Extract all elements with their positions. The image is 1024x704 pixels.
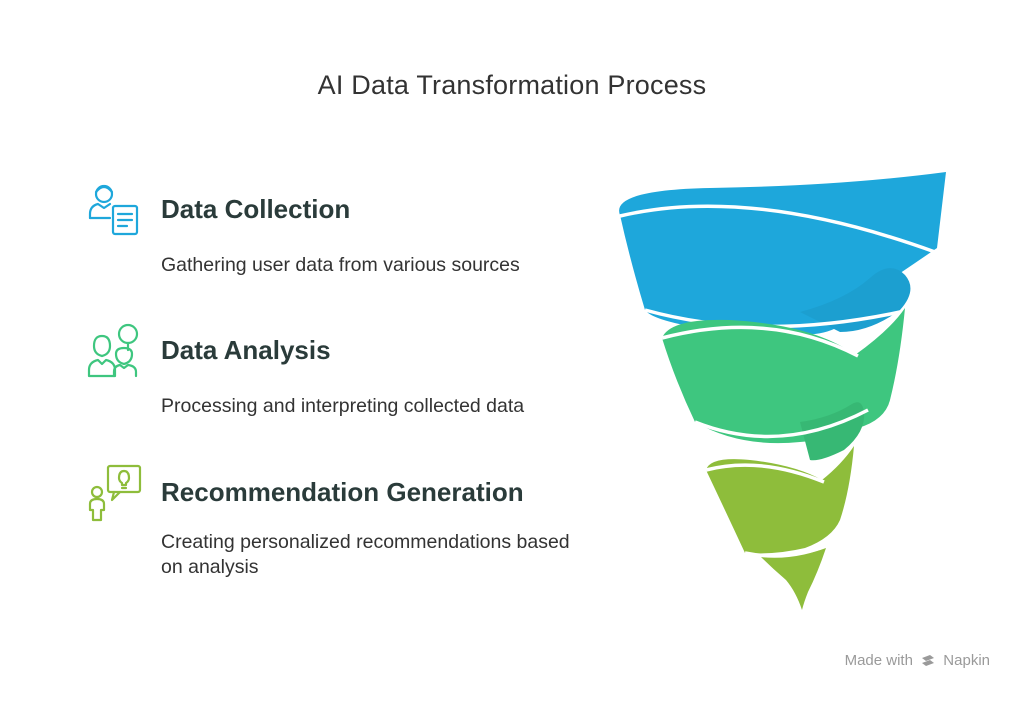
watermark-prefix: Made with	[844, 652, 913, 669]
step-title-data-collection: Data Collection	[161, 194, 351, 224]
step-title-data-analysis: Data Analysis	[161, 335, 331, 365]
step-description-data-analysis: Processing and interpreting collected da…	[161, 395, 525, 417]
napkin-logo-icon	[922, 655, 935, 666]
users-analysis-icon	[87, 323, 139, 378]
page-title: AI Data Transformation Process	[317, 70, 707, 100]
funnel-band-back-green	[800, 402, 865, 461]
step-description-recommendation-generation: Creating personalized recommendations ba…	[161, 531, 570, 578]
step-title-recommendation-generation: Recommendation Generation	[161, 477, 524, 507]
funnel-band-recommendation-generation	[706, 446, 854, 554]
watermark: Made with Napkin	[845, 652, 990, 669]
watermark-brand: Napkin	[943, 652, 990, 669]
funnel-tail	[760, 548, 826, 610]
funnel-graphic	[619, 172, 946, 610]
user-document-icon	[88, 184, 139, 236]
person-idea-icon	[88, 464, 142, 522]
step-description-data-collection: Gathering user data from various sources	[161, 254, 520, 276]
